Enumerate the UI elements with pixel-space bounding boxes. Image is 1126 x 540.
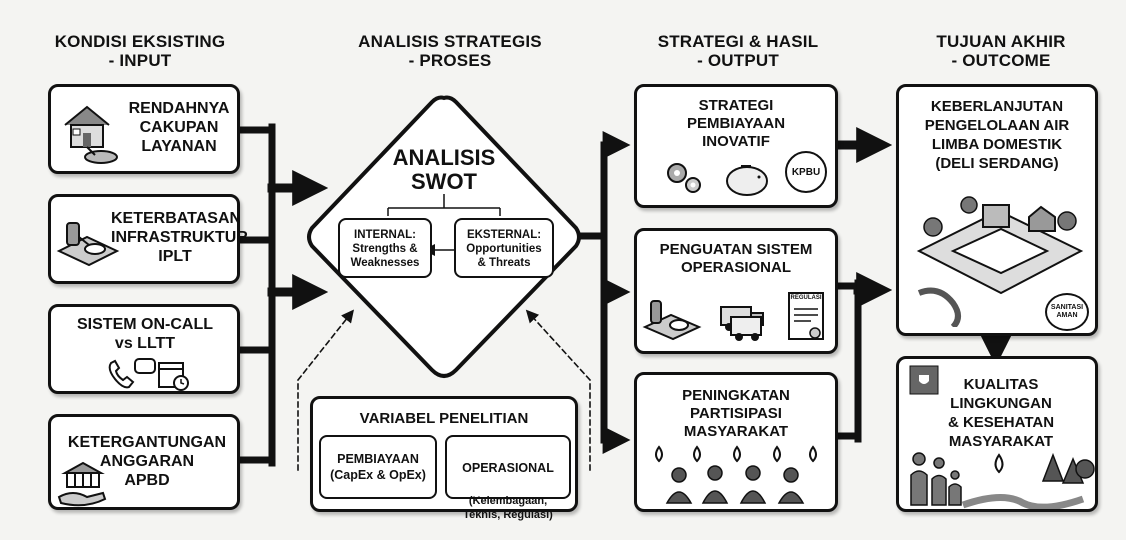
trucks-regulation-icon <box>642 292 824 341</box>
column-title-process: ANALISIS STRATEGIS - PROSES <box>358 32 542 70</box>
house-septic-icon <box>64 105 118 164</box>
variable-operational-box: OPERASIONAL (Kelembagaan, Teknis, Regula… <box>445 435 571 521</box>
research-variables-title: VARIABEL PENELITIAN <box>359 410 529 427</box>
column-title-input: KONDISI EKSISTING - INPUT <box>54 32 226 70</box>
variable-financing-box: PEMBIAYAAN (CapEx & OpEx) <box>319 435 437 499</box>
column-title-output: STRATEGI & HASIL - OUTPUT <box>657 32 819 70</box>
swot-title: ANALISIS SWOT <box>392 145 496 194</box>
outcome-box-sustainability: KEBERLANJUTAN PENGELOLAAN AIR LIMBA DOME… <box>896 84 1098 336</box>
variable-operational-detail: (Kelembagaan, Teknis, Regulasi) <box>463 495 553 521</box>
kpbu-badge: KPBU <box>785 151 827 193</box>
input-label-apbd-dependency: KETERGANTUNGAN ANGGARAN APBD <box>67 434 227 489</box>
output-label-community-participation: PENINGKATAN PARTISIPASI MASYARAKAT <box>682 387 790 440</box>
variable-operational-title: OPERASIONAL <box>462 461 554 475</box>
phone-calendar-icon <box>108 358 189 391</box>
input-label-service-coverage: RENDAHNYA CAKUPAN LAYANAN <box>128 100 230 155</box>
gears-piggybank-icon <box>667 163 768 196</box>
swot-internal-box: INTERNAL: Strengths & Weaknesses <box>338 218 432 278</box>
output-box-operational-system: PENGUATAN SISTEM OPERASIONAL REGULASI <box>634 228 838 354</box>
regulation-doc-label: REGULASI <box>790 295 822 301</box>
output-box-community-participation: PENINGKATAN PARTISIPASI MASYARAKAT <box>634 372 838 512</box>
outcome-label-sustainability: KEBERLANJUTAN PENGELOLAAN AIR LIMBA DOME… <box>924 98 1070 172</box>
swot-diamond <box>307 95 581 378</box>
column-title-outcome: TUJUAN AKHIR - OUTCOME <box>936 32 1066 70</box>
input-label-iplt-infrastructure: KETERBATASAN INFRASTRUKTUR IPLT <box>111 210 248 265</box>
government-funds-icon <box>57 461 107 507</box>
safe-sanitation-badge: SANITASI AMAN <box>1045 293 1089 331</box>
research-variables-box: VARIABEL PENELITIAN PEMBIAYAAN (CapEx & … <box>310 396 578 521</box>
community-icon <box>655 445 817 504</box>
output-label-operational-system: PENGUATAN SISTEM OPERASIONAL <box>659 241 813 276</box>
swot-external-box: EKSTERNAL: Opportunities & Threats <box>454 218 554 278</box>
sanitation-facility-icon <box>916 196 1084 327</box>
output-box-financing-strategy: STRATEGI PEMBIAYAAN INOVATIF KPBU <box>634 84 838 208</box>
sdg-goal-icon <box>909 365 939 395</box>
input-box-service-coverage: RENDAHNYA CAKUPAN LAYANAN <box>48 84 240 174</box>
treatment-plant-icon <box>56 222 120 267</box>
input-box-apbd-dependency: KETERGANTUNGAN ANGGARAN APBD <box>48 414 240 510</box>
outcome-label-environment-health: KUALITAS LINGKUNGAN & KESEHATAN MASYARAK… <box>947 376 1055 450</box>
input-label-oncall-system: SISTEM ON-CALL vs LLTT <box>77 316 213 352</box>
outcome-box-environment-health: KUALITAS LINGKUNGAN & KESEHATAN MASYARAK… <box>896 356 1098 512</box>
input-box-oncall-system: SISTEM ON-CALL vs LLTT <box>48 304 240 394</box>
output-label-financing-strategy: STRATEGI PEMBIAYAAN INOVATIF <box>686 97 786 150</box>
family-river-icon <box>910 452 1095 509</box>
input-box-iplt-infrastructure: KETERBATASAN INFRASTRUKTUR IPLT <box>48 194 248 284</box>
